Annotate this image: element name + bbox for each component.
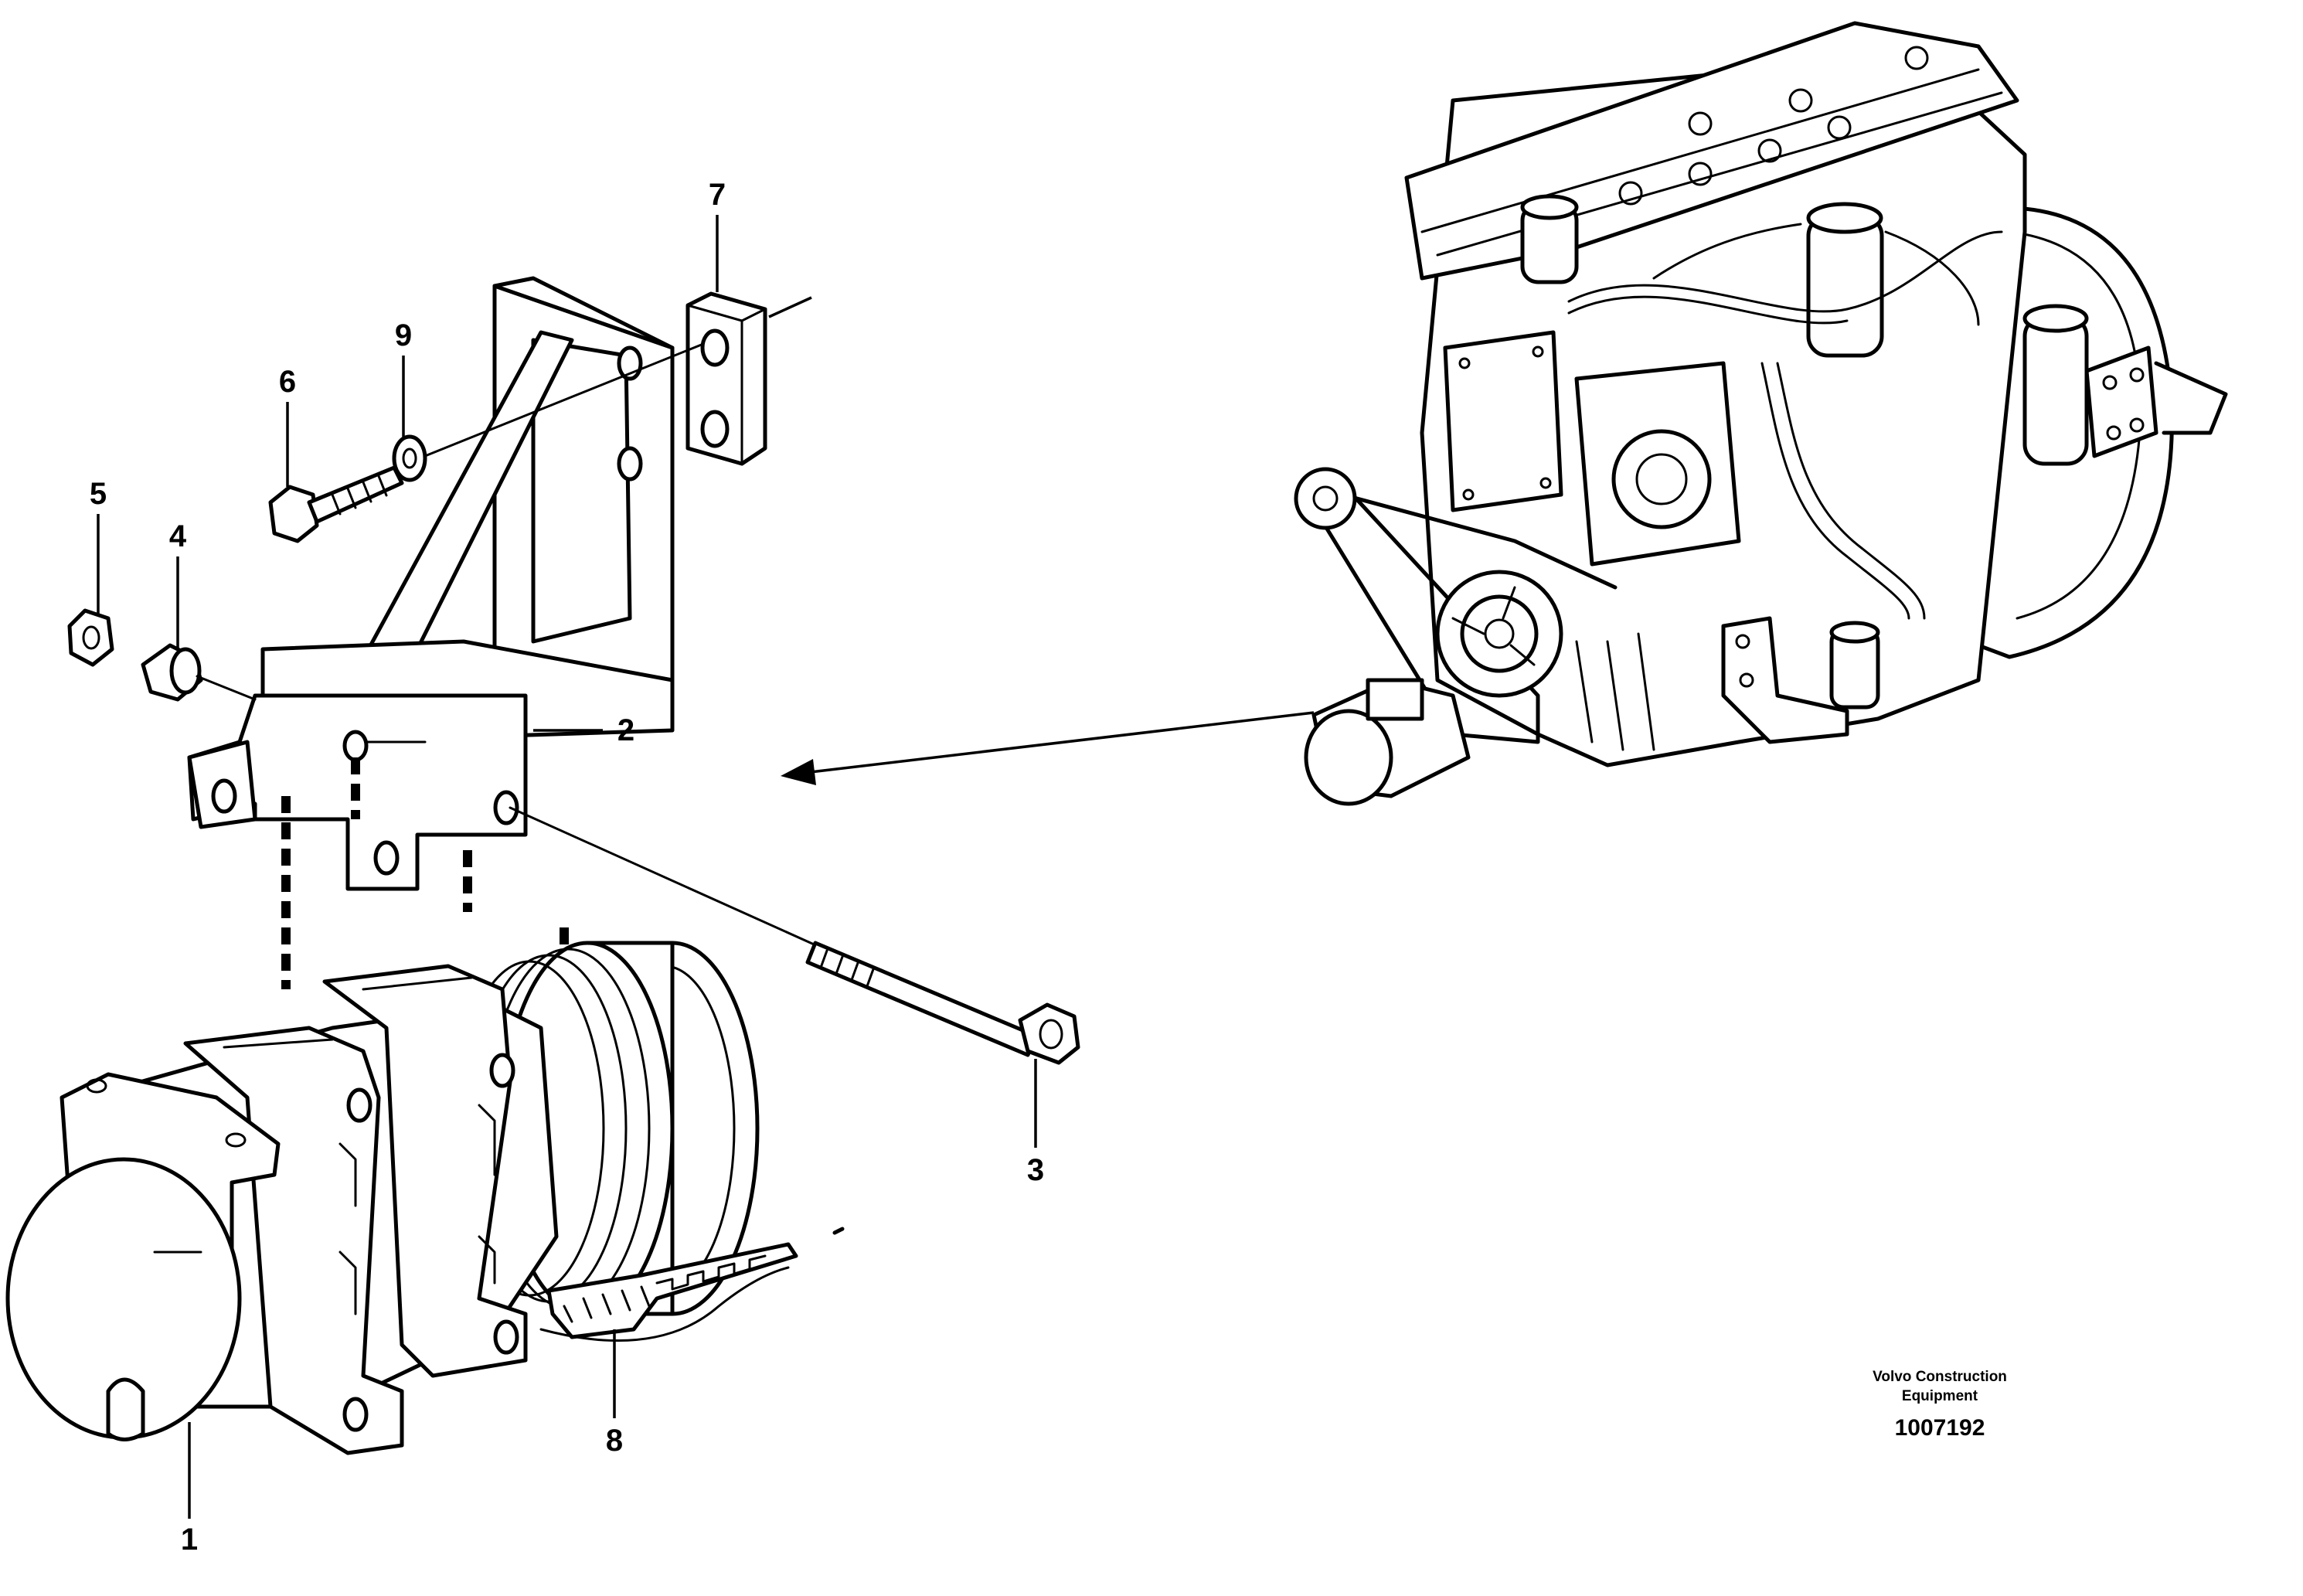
engine-overview-illustration [1294, 21, 2228, 806]
callout-5: 5 [90, 477, 107, 511]
publisher-credit: Volvo Construction Equipment 1007192 [1873, 1369, 2007, 1441]
callout-9: 9 [395, 318, 412, 352]
callout-8: 8 [606, 1424, 623, 1458]
callout-2: 2 [617, 713, 634, 747]
callout-3: 3 [1027, 1153, 1044, 1187]
leader-lines [97, 215, 1037, 1519]
bolt-6 [268, 465, 404, 543]
callout-4: 4 [169, 519, 187, 553]
document-number: 1007192 [1895, 1415, 1985, 1441]
compressor-bracket [187, 276, 675, 891]
nut-5 [67, 608, 114, 667]
ac-compressor [5, 941, 760, 1455]
reference-arrow [781, 711, 1315, 785]
bolt-3 [509, 806, 1080, 1065]
credit-line-1: Volvo Construction [1873, 1369, 2007, 1385]
credit-line-2: Equipment [1902, 1388, 1978, 1404]
callout-6: 6 [279, 365, 296, 399]
callout-labels: 7 9 6 4 5 2 3 1 8 [90, 178, 1044, 1557]
drive-belt [539, 1227, 845, 1342]
callout-7: 7 [709, 178, 726, 212]
spacer-block [685, 291, 812, 466]
callout-1: 1 [181, 1523, 198, 1557]
washer-9 [392, 342, 705, 482]
sleeve-4 [141, 643, 257, 702]
